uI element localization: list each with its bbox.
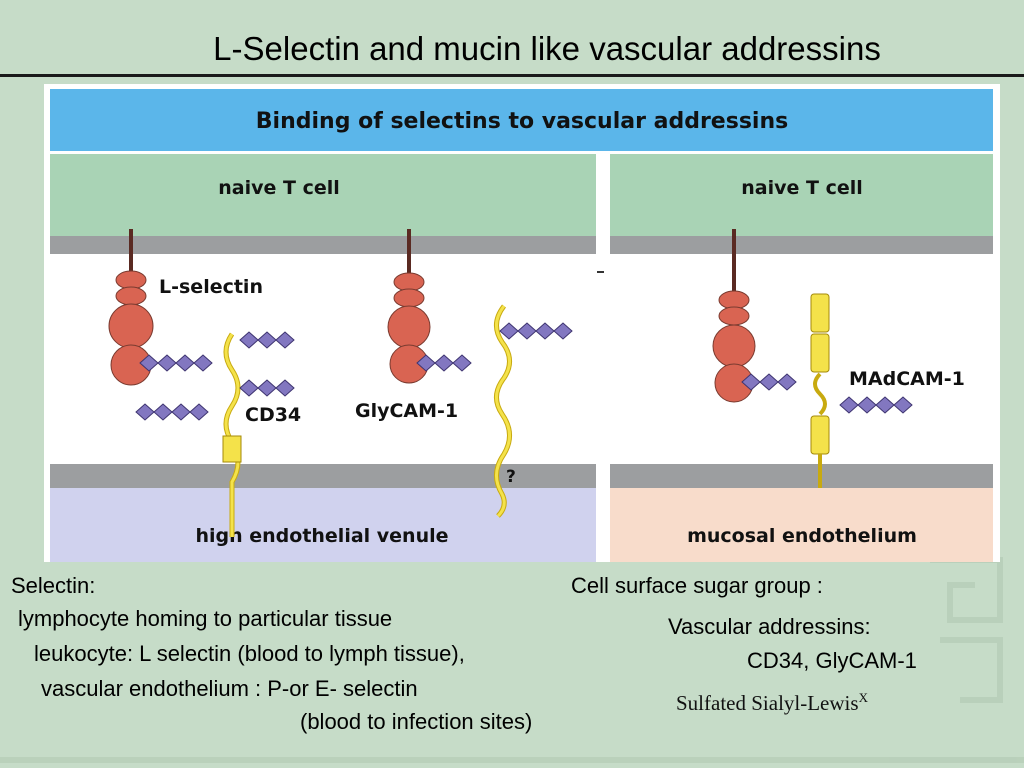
- sugar-chain: [741, 373, 797, 391]
- glycam-label: GlyCAM-1: [355, 400, 458, 422]
- sugar-chain: [839, 396, 913, 414]
- right-mucosal-label: mucosal endothelium: [687, 525, 917, 547]
- selectin-note-line2: leukocyte: L selectin (blood to lymph ti…: [34, 641, 465, 666]
- sugar-name: Sulfated Sialyl-LewisX: [676, 690, 868, 715]
- right-endothelium-membrane: [610, 464, 993, 488]
- right-t-cell-membrane: [610, 236, 993, 254]
- panel-divider: [596, 151, 610, 562]
- l-selectin-molecule: [108, 229, 154, 386]
- addressins-list: CD34, GlyCAM-1: [747, 648, 917, 673]
- left-t-cell-membrane: [50, 236, 596, 254]
- selectin-heading: Selectin:: [11, 573, 96, 598]
- selectin-note-line4: (blood to infection sites): [300, 709, 533, 734]
- addressins-heading: Vascular addressins:: [668, 614, 871, 639]
- right-t-cell: [610, 154, 993, 236]
- selectin-note-line1: lymphocyte homing to particular tissue: [18, 606, 393, 631]
- right-mucosal-endothelium: [610, 488, 993, 562]
- cd34-molecule: [222, 332, 242, 537]
- selectin-binding-figure: Binding of selectins to vascular address…: [44, 84, 1000, 562]
- glycam-anchor-unknown: ?: [506, 467, 516, 487]
- slide-title: L-Selectin and mucin like vascular addre…: [213, 30, 881, 67]
- left-t-cell-label: naive T cell: [218, 177, 340, 199]
- madcam-molecule: [810, 293, 830, 488]
- l-selectin-molecule: [712, 229, 756, 403]
- sugar-chain: [416, 354, 472, 372]
- selectin-note-line3: vascular endothelium : P-or E- selectin: [41, 676, 418, 701]
- left-hev-label: high endothelial venule: [195, 525, 448, 547]
- sugar-chain: [239, 379, 295, 397]
- l-selectin-molecule: [387, 229, 431, 384]
- figure-banner-title: Binding of selectins to vascular address…: [256, 109, 788, 134]
- sugar-chain: [239, 331, 295, 349]
- sugar-group-heading: Cell surface sugar group :: [571, 573, 823, 598]
- figure-banner: [50, 89, 993, 151]
- right-panel: naive T cell mucosal endothelium: [610, 154, 993, 562]
- sugar-chain: [499, 322, 573, 340]
- sugar-chain: [139, 354, 213, 372]
- left-panel: naive T cell high endothelial venule L-s…: [50, 154, 596, 562]
- left-t-cell: [50, 154, 596, 236]
- glycam-molecule: [494, 304, 512, 518]
- madcam-label: MAdCAM-1: [849, 368, 965, 390]
- left-endothelium-membrane: [50, 464, 596, 488]
- l-selectin-label: L-selectin: [159, 276, 263, 298]
- title-divider: [0, 74, 1024, 77]
- sugar-chain: [135, 403, 209, 421]
- right-t-cell-label: naive T cell: [741, 177, 863, 199]
- cd34-label: CD34: [245, 404, 301, 426]
